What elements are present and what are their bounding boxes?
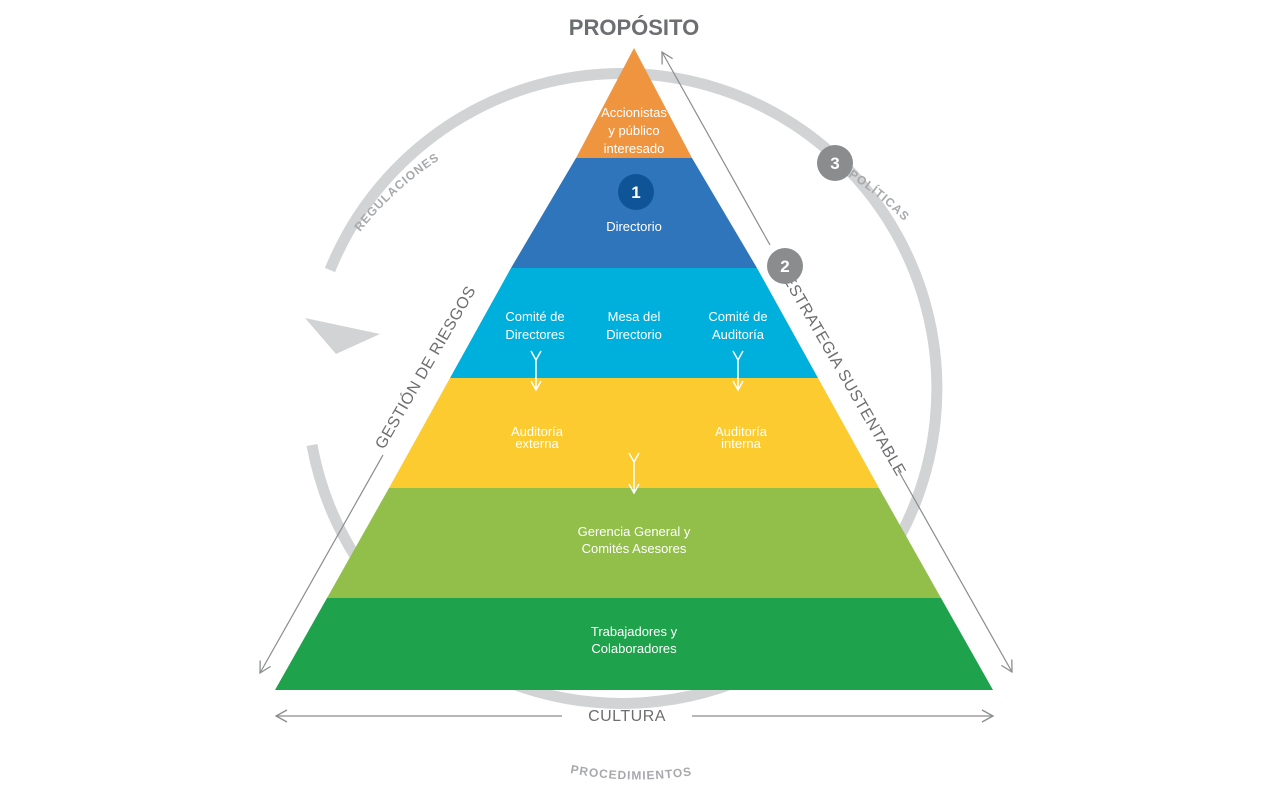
badge-politicas-number: 3 [830, 154, 839, 173]
auditoria-externa-line2: externa [515, 436, 559, 451]
accionistas-line3: interesado [604, 141, 665, 156]
left-side-arrow [259, 454, 384, 675]
connector-arrows [530, 350, 744, 495]
mesa-directorio-line1: Mesa del [608, 309, 661, 324]
diagram-title: PROPÓSITO [569, 15, 699, 40]
right-side-arrow-upper [661, 50, 771, 246]
side-label-cultura: CULTURA [588, 708, 666, 725]
tier-trabajadores [275, 598, 993, 690]
right-side-arrow-lower [897, 469, 1013, 674]
ring-arrow-head [305, 318, 380, 354]
badge-directorio-number: 1 [631, 183, 640, 202]
accionistas-line2: y público [608, 123, 659, 138]
gerencia-line1: Gerencia General y [578, 524, 691, 539]
auditoria-externa-line1: Auditoría [511, 424, 564, 439]
comite-directores-line2: Directores [505, 327, 565, 342]
badge-politicas-circle [817, 145, 853, 181]
tier-comites [450, 268, 818, 378]
badge-directorio: 1 [618, 174, 654, 210]
badge-politicas: 3 [817, 145, 853, 181]
auditoria-interna-line2: interna [721, 436, 762, 451]
trabajadores-line1: Trabajadores y [591, 624, 678, 639]
trabajadores-line2: Colaboradores [591, 641, 677, 656]
comite-auditoria-line1: Comité de [708, 309, 767, 324]
directorio-label: Directorio [606, 219, 662, 234]
side-arrows [259, 50, 1013, 723]
pyramid [275, 48, 993, 690]
tier-directorio [511, 158, 757, 268]
comite-directores-line1: Comité de [505, 309, 564, 324]
gerencia-line2: Comités Asesores [582, 541, 687, 556]
ring-label-procedimientos: PROCEDIMIENTOS [569, 762, 693, 782]
tier-gerencia [327, 488, 941, 598]
badge-directorio-circle [618, 174, 654, 210]
comite-auditoria-line2: Auditoría [712, 327, 765, 342]
badge-estrategia-number: 2 [780, 257, 789, 276]
badge-estrategia-circle [767, 248, 803, 284]
tier-accionistas [576, 48, 692, 158]
mesa-directorio-line2: Directorio [606, 327, 662, 342]
accionistas-line1: Accionistas [601, 105, 667, 120]
tier-auditoria [389, 378, 879, 488]
auditoria-interna-line1: Auditoría [715, 424, 768, 439]
ring-label-procedimientos-text: PROCEDIMIENTOS [569, 762, 692, 782]
badge-estrategia: 2 [767, 248, 803, 284]
